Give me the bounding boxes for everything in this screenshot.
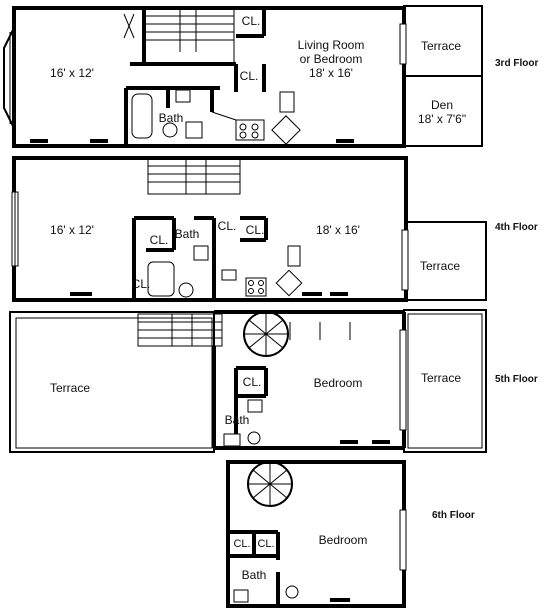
floor-4-closet-a-label: CL. [150, 233, 169, 247]
floor-3-stair-treads [144, 8, 234, 52]
floor-5-front-terrace-label: Terrace [50, 381, 90, 395]
floor-4-bathtub [147, 261, 175, 297]
floor-4-closet-d-label: CL. [132, 277, 151, 291]
floor-6-toilet [285, 585, 299, 599]
floor-4-title: 4th Floor [495, 222, 538, 233]
floor-5-front-terrace-outline [9, 311, 215, 453]
floor-4-front-room-dims: 16' x 12' [50, 223, 94, 237]
floor-3-den-dims: 18' x 7'6" [418, 112, 466, 126]
floor-3-sink [185, 121, 203, 139]
floor-6-bath-label: Bath [242, 568, 267, 582]
floor-3-closet-b-label: CL. [240, 69, 259, 83]
floor-6-bedroom-label: Bedroom [319, 533, 368, 547]
floor-4-terrace-label: Terrace [420, 259, 460, 273]
floor-5-bedroom-label: Bedroom [314, 376, 363, 390]
floor-6-closet-b-label: CL. [257, 538, 274, 550]
floor-4-closet-c-label: CL. [246, 223, 265, 237]
floor-4-toilet [178, 282, 194, 298]
floor-5-toilet [247, 431, 261, 445]
floor-4-plan: 16' x 12' CL. Bath CL. CL. CL. 18' x 16'… [11, 156, 538, 302]
floor-3-living-line3: 18' x 16' [309, 66, 353, 80]
floor-5-bath-label: Bath [225, 413, 250, 427]
floor-4-table [275, 269, 303, 297]
floor-3-toilet [162, 122, 178, 138]
floor-5-plan: Terrace CL. Bath Bedroom Terrace 5th Flo… [9, 309, 538, 453]
floor-5-title: 5th Floor [495, 374, 538, 385]
floor-5-closet-label: CL. [243, 375, 262, 389]
floor-4-bath-label: Bath [175, 227, 200, 241]
floor-3-front-room-dims: 16' x 12' [50, 66, 94, 80]
floor-4-back-room-dims: 18' x 16' [316, 223, 360, 237]
floor-3-closet-a-label: CL. [242, 14, 261, 28]
floor-6-sink [233, 589, 249, 603]
floor-3-bath-label: Bath [159, 111, 184, 125]
floor-6-title: 6th Floor [432, 510, 475, 521]
floor-3-living-line2: or Bedroom [300, 52, 363, 66]
floor-3-bathtub [131, 93, 153, 139]
floor-3-table [271, 115, 301, 145]
floor-5-rear-terrace-label: Terrace [421, 371, 461, 385]
floor-5-sink [223, 433, 241, 447]
floor-3-terrace-label: Terrace [421, 39, 461, 53]
floor-3-den-label: Den [431, 98, 453, 112]
floor-4-stair [147, 157, 241, 195]
floor-4-stove [245, 277, 267, 297]
floor-6-closet-a-label: CL. [233, 538, 250, 550]
floor-3-plan: 16' x 12' CL. CL. Bath Living Room or Be… [3, 5, 538, 148]
floor-6-plan: CL. CL. Bath Bedroom 6th Floor [226, 460, 475, 608]
floor-3-title: 3rd Floor [495, 58, 538, 69]
floor-4-sink [193, 245, 209, 261]
floor-3-living-line1: Living Room [298, 38, 365, 52]
floor-3-bay-window [3, 27, 15, 129]
floor-4-closet-b-label: CL. [218, 219, 237, 233]
